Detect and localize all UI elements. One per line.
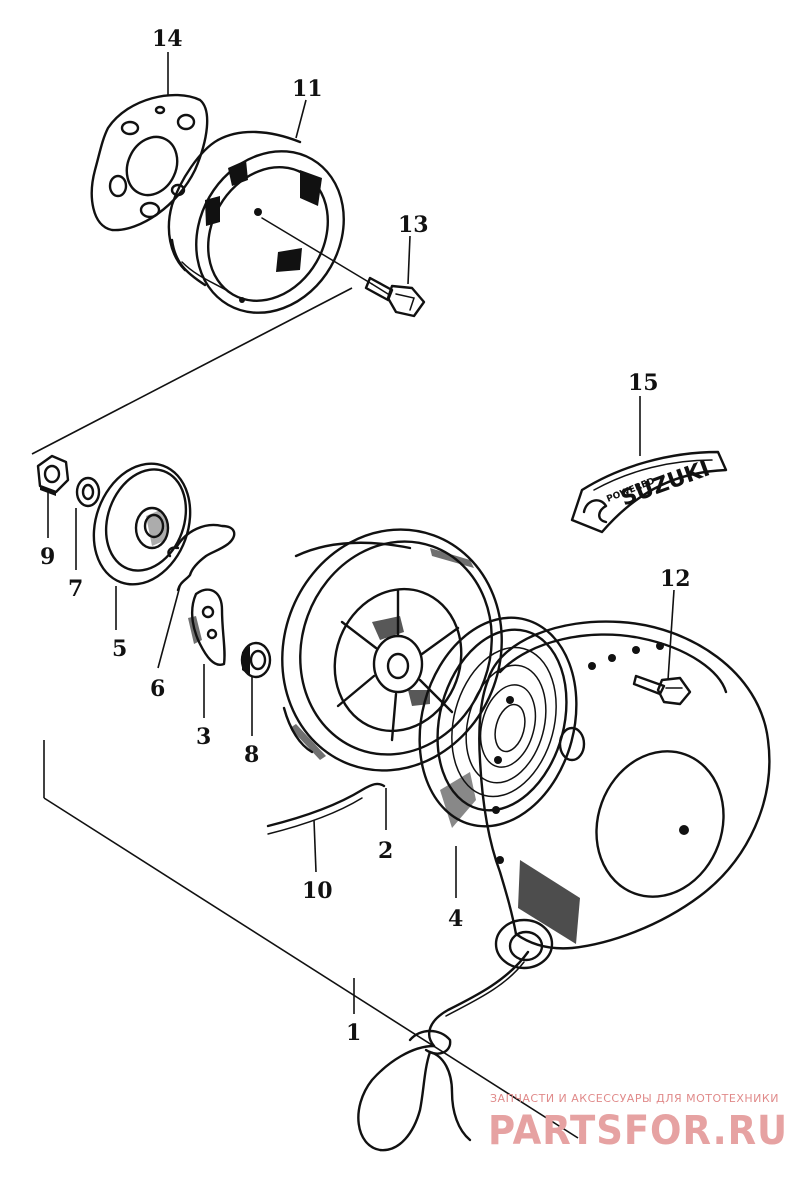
part-12-screw [632,674,692,706]
part-14-drive-plate [90,93,209,232]
part-5-friction-plate [92,462,192,586]
watermark-tagline: ЗАПЧАСТИ И АКСЕССУАРЫ ДЛЯ МОТОТЕХНИКИ [490,1092,779,1105]
callout-2: 2 [378,838,393,864]
callout-8: 8 [244,742,259,768]
callout-4: 4 [448,906,463,932]
part-7-washer [75,476,101,508]
callout-3: 3 [196,724,211,750]
callout-11: 11 [292,76,323,102]
callout-9: 9 [40,544,55,570]
callout-7: 7 [68,576,83,602]
part-4-recoil-spring [418,616,578,828]
part-8-bushing [240,641,272,679]
watermark-site-name: PARTSFOR.RU [488,1108,788,1154]
callout-5: 5 [112,636,127,662]
callout-12: 12 [660,566,691,592]
watermark: ЗАПЧАСТИ И АКСЕССУАРЫ ДЛЯ МОТОТЕХНИКИ PA… [488,1092,788,1154]
callout-labels: 14 11 13 15 9 7 5 6 3 8 12 2 10 4 1 [40,26,691,1046]
part-11-starter-cup [167,130,345,314]
part-1-starter-case [357,620,771,1152]
part-9-nut [36,454,70,496]
callout-1: 1 [346,1020,361,1046]
callout-10: 10 [302,878,333,904]
callout-13: 13 [398,212,429,238]
part-3-ratchet-pawl [188,588,226,666]
part-10-rope [266,782,386,835]
callout-14: 14 [152,26,183,52]
callout-6: 6 [150,676,165,702]
part-13-bolt [261,217,426,318]
part-15-suzuki-emblem: POWERED SUZUKI [570,450,728,534]
part-6-spring [167,523,236,592]
assembly-leader-lines [31,52,675,1139]
callout-15: 15 [628,370,659,396]
part-2-rope-reel [281,528,503,772]
